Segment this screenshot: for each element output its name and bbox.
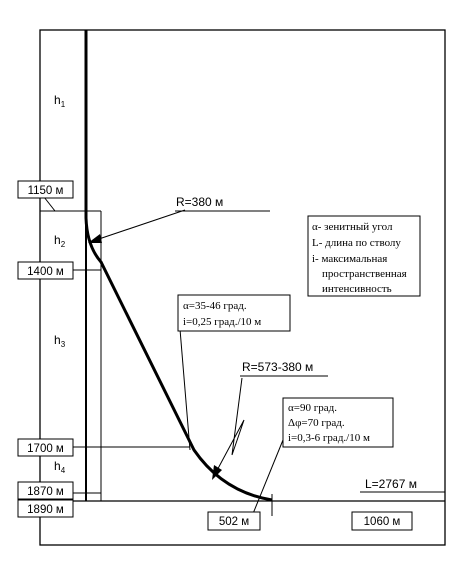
length-label: L=2767 м [365, 477, 417, 491]
section-h4-label: h4 [54, 459, 66, 475]
legend-line3: i- максимальная [312, 253, 387, 265]
seg2-line2: Δφ=70 град. [288, 417, 345, 429]
seg2-leader [249, 439, 284, 522]
r380-leader [89, 209, 186, 243]
seg1-box [177, 294, 291, 332]
legend-line1: α- зенитный угол [312, 221, 393, 233]
dist-label-1060: 1060 м [364, 516, 401, 528]
section-h3-label: h3 [54, 333, 66, 349]
depth-label-1150: 1150 м [28, 185, 64, 197]
r380-arrowhead [88, 234, 102, 243]
section-h2-label: h2 [54, 233, 66, 249]
depth-label-1890: 1890 м [27, 504, 64, 516]
r573-label: R=573-380 м [242, 360, 313, 374]
level-1150-leader [43, 196, 56, 212]
depth-box-1400 [17, 261, 74, 280]
dist-box-502 [207, 511, 261, 531]
legend-line2: L- длина по стволу [312, 237, 401, 249]
depth-box-1700 [17, 438, 74, 457]
r380-label: R=380 м [176, 195, 223, 209]
depth-box-1150 [17, 180, 74, 199]
depth-box-1890 [17, 499, 74, 518]
depth-box-1870 [17, 481, 74, 500]
section-h1-label: h1 [54, 93, 66, 109]
seg2-line3: i=0,3-6 град./10 м [288, 432, 370, 444]
legend-line5: интенсивность [322, 283, 392, 295]
dist-label-502: 502 м [219, 516, 249, 528]
dist-box-1060 [351, 511, 413, 531]
r573-arrowhead [212, 465, 222, 480]
seg2-line1: α=90 град. [288, 402, 337, 414]
seg1-line1: α=35-46 град. [183, 300, 247, 312]
r573-zigzag-leader [213, 377, 245, 477]
legend-box [307, 215, 421, 297]
depth-label-1870: 1870 м [27, 486, 64, 498]
seg2-box [282, 397, 394, 448]
outer-frame [39, 29, 446, 546]
depth-label-1700: 1700 м [27, 443, 64, 455]
well-trajectory [84, 30, 273, 502]
depth-label-1400: 1400 м [27, 266, 64, 278]
legend-line4: пространственная [322, 268, 407, 280]
seg1-line2: i=0,25 град./10 м [183, 316, 261, 328]
